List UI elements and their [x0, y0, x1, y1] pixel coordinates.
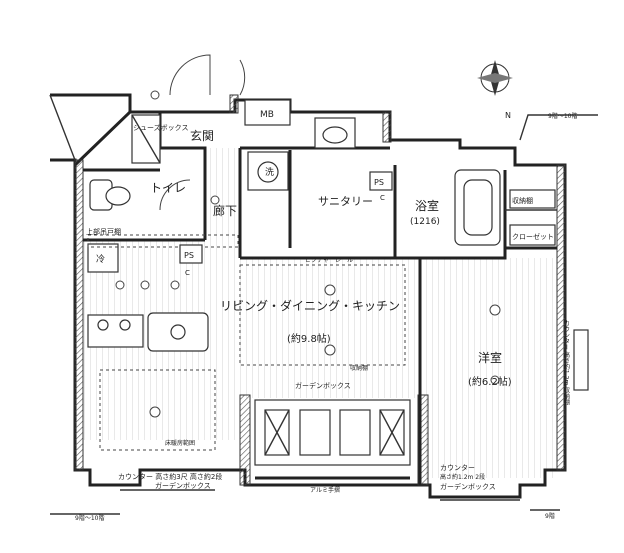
mid-column-2: [417, 394, 429, 486]
counter-box-mid: ガーデンボックス: [295, 381, 351, 390]
light-fixture: [115, 280, 125, 290]
ps-label-2: PS: [374, 178, 384, 187]
counter-right: カウンター: [440, 463, 475, 472]
hallway-label: 廊下: [213, 203, 237, 218]
entrance-door-swing: [169, 54, 211, 96]
light-fixture: [150, 90, 160, 100]
wash-label: 洗: [265, 166, 274, 178]
storage-label: 収納棚: [512, 196, 533, 205]
light-fixture: [324, 344, 336, 356]
bath-size: (1216): [410, 217, 440, 227]
washer-drum: [257, 161, 279, 183]
ldk-size: (約9.8帖): [287, 332, 331, 345]
toilet-door-swing: [159, 179, 191, 211]
compass-n: N: [505, 111, 511, 120]
aluminum-rail-label: アルミ手摺: [310, 486, 340, 494]
floor-heating-area-2: [99, 369, 216, 451]
light-fixture: [210, 195, 220, 205]
stove: [87, 314, 144, 348]
counter-left2: ガーデンボックス: [155, 481, 211, 490]
toilet-bowl: [105, 186, 131, 206]
dim-bottom-left: 9階〜10階: [75, 514, 104, 522]
c-label-1: C: [185, 269, 190, 277]
entrance-door-swing-2: [239, 59, 246, 96]
ldk-label: リビング・ダイニング・キッチン: [220, 298, 400, 313]
column-right: [382, 111, 392, 143]
dim-top: 9階〜10階: [548, 112, 577, 120]
burner-1: [97, 319, 109, 331]
western-label: 洋室: [478, 350, 502, 365]
vanity-basin: [322, 126, 348, 144]
mb-box: [244, 99, 291, 126]
dim-bottom-right: 9階: [545, 512, 555, 520]
upper-shelf-label: 上部吊戸棚: [86, 227, 121, 236]
balcony-box-3: [339, 409, 371, 456]
upper-cabinet: [87, 234, 239, 248]
bath-label: 浴室: [415, 198, 439, 213]
c-label-2: C: [380, 194, 385, 202]
left-column: [74, 159, 84, 471]
storage-shelf: [509, 189, 556, 209]
counter-right3: ガーデンボックス: [440, 482, 496, 491]
balcony-box-2: [299, 409, 331, 456]
light-fixture: [489, 304, 501, 316]
entrance-label: 玄関: [190, 128, 214, 143]
shoes-box-label: シューズボックス: [133, 123, 188, 132]
counter-right2: 高さ約1.2m 2段: [440, 473, 485, 481]
bathtub-inner: [463, 179, 493, 236]
sink-drain: [170, 324, 186, 340]
compass: [477, 60, 513, 96]
fridge-label: 冷: [96, 253, 105, 265]
western-size: (約6.2帖): [468, 375, 512, 388]
curtain-rail-top: ピクチャーレール: [305, 257, 353, 264]
hallway-floor: [205, 148, 240, 240]
western-floor: [425, 258, 555, 478]
window-side: [573, 329, 589, 391]
light-fixture: [170, 280, 180, 290]
toilet-label: トイレ: [150, 181, 186, 195]
ldk-floor: [240, 258, 420, 398]
light-fixture: [490, 375, 500, 385]
light-fixture: [324, 284, 336, 296]
ps-box-2: [369, 171, 393, 191]
counter-left: カウンター 高さ約3尺 高さ約2段: [118, 472, 222, 481]
sanitary-label: サニタリー: [318, 195, 373, 208]
column-top: [229, 94, 239, 114]
floor-heating-area: [239, 264, 406, 366]
floor-heating-label: 床暖房範囲: [165, 439, 195, 447]
ps-label-1: PS: [184, 251, 194, 260]
fridge: [87, 243, 119, 273]
ps-box-1: [179, 244, 203, 264]
right-column: [556, 164, 566, 471]
wall-storage: 収納棚: [350, 364, 368, 372]
mid-column: [239, 394, 251, 486]
mb-label: MB: [260, 110, 274, 120]
closet-label: クローゼット: [512, 232, 554, 241]
closet-box: [509, 224, 556, 246]
light-fixture: [149, 406, 161, 418]
side-note: カウンター 高さ約1.2m 収納棚: [563, 320, 570, 406]
burner-2: [119, 319, 131, 331]
light-fixture: [140, 280, 150, 290]
